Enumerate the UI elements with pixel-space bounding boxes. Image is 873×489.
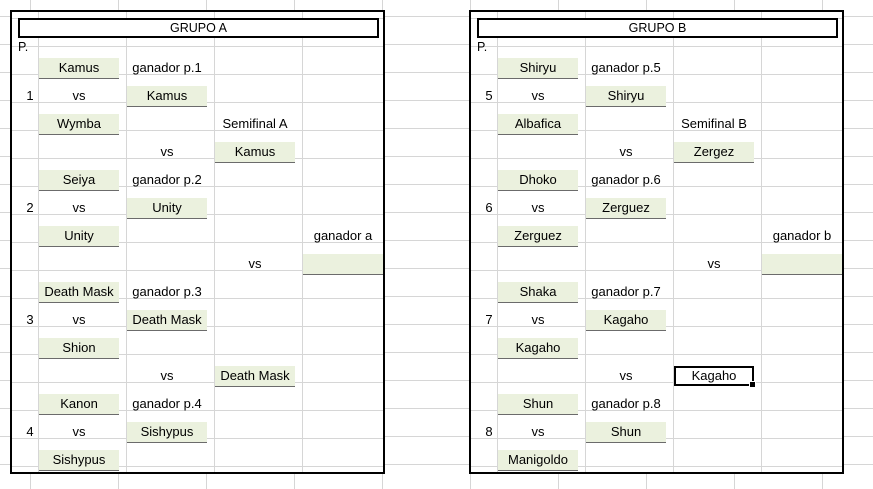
competitor-cell[interactable]: Sishypus — [39, 450, 119, 471]
winner-label: ganador p.5 — [591, 60, 661, 75]
fill-handle[interactable] — [749, 381, 756, 388]
match-number: 2 — [26, 200, 34, 215]
vs-label: vs — [72, 200, 86, 215]
match-number: 6 — [485, 200, 493, 215]
winner-label: ganador p.3 — [132, 284, 202, 299]
competitor-cell[interactable]: Kagaho — [498, 338, 578, 359]
competitor-cell[interactable]: Shun — [498, 394, 578, 415]
match-number: 5 — [485, 88, 493, 103]
winner-cell[interactable]: Shiryu — [586, 86, 666, 107]
vs-label: vs — [619, 144, 633, 159]
vs-label: vs — [531, 424, 545, 439]
group-a-title: GRUPO A — [18, 18, 379, 38]
final-winner-cell[interactable] — [762, 254, 842, 275]
competitor-cell[interactable]: Death Mask — [39, 282, 119, 303]
match-number: 4 — [26, 424, 34, 439]
competitor-cell[interactable]: Manigoldo — [498, 450, 578, 471]
vs-label: vs — [248, 256, 262, 271]
vs-label: vs — [531, 200, 545, 215]
match-number: 7 — [485, 312, 493, 327]
vs-label: vs — [72, 312, 86, 327]
winner-cell[interactable]: Kamus — [127, 86, 207, 107]
competitor-cell[interactable]: Kamus — [39, 58, 119, 79]
vs-label: vs — [160, 368, 174, 383]
vs-label: vs — [531, 312, 545, 327]
competitor-cell[interactable]: Shaka — [498, 282, 578, 303]
winner-label: ganador p.2 — [132, 172, 202, 187]
winner-label: ganador p.8 — [591, 396, 661, 411]
winner-cell[interactable]: Zerguez — [586, 198, 666, 219]
winner-cell[interactable]: Kagaho — [586, 310, 666, 331]
semifinal-cell-text: Kagaho — [691, 368, 737, 383]
group-b-p-label: P. — [477, 40, 488, 54]
competitor-cell[interactable]: Seiya — [39, 170, 119, 191]
final-label: ganador a — [313, 228, 373, 243]
selected-semifinal-cell[interactable]: Kagaho — [674, 366, 756, 388]
vs-label: vs — [531, 88, 545, 103]
final-winner-cell[interactable] — [303, 254, 383, 275]
semifinal-label: Semifinal B — [681, 116, 747, 131]
group-a-p-label: P. — [18, 40, 29, 54]
vs-label: vs — [707, 256, 721, 271]
competitor-cell[interactable]: Wymba — [39, 114, 119, 135]
winner-cell[interactable]: Sishypus — [127, 422, 207, 443]
vs-label: vs — [619, 368, 633, 383]
winner-label: ganador p.4 — [132, 396, 202, 411]
competitor-cell[interactable]: Shion — [39, 338, 119, 359]
match-number: 3 — [26, 312, 34, 327]
winner-label: ganador p.7 — [591, 284, 661, 299]
competitor-cell[interactable]: Shiryu — [498, 58, 578, 79]
vs-label: vs — [72, 424, 86, 439]
group-a-panel: GRUPO A P. 1 2 3 4 Kamus vs Wymba Seiya … — [10, 10, 385, 474]
competitor-cell[interactable]: Zerguez — [498, 226, 578, 247]
semifinal-cell[interactable]: Death Mask — [215, 366, 295, 387]
competitor-cell[interactable]: Kanon — [39, 394, 119, 415]
winner-cell[interactable]: Unity — [127, 198, 207, 219]
winner-label: ganador p.1 — [132, 60, 202, 75]
match-number: 1 — [26, 88, 34, 103]
final-label: ganador b — [772, 228, 832, 243]
winner-cell[interactable]: Shun — [586, 422, 666, 443]
vs-label: vs — [160, 144, 174, 159]
semifinal-label: Semifinal A — [222, 116, 288, 131]
semifinal-cell[interactable]: Kamus — [215, 142, 295, 163]
winner-cell[interactable]: Death Mask — [127, 310, 207, 331]
match-number: 8 — [485, 424, 493, 439]
competitor-cell[interactable]: Albafica — [498, 114, 578, 135]
group-b-title: GRUPO B — [477, 18, 838, 38]
group-b-panel: GRUPO B P. 5 6 7 8 Shiryu vs Albafica Dh… — [469, 10, 844, 474]
competitor-cell[interactable]: Dhoko — [498, 170, 578, 191]
winner-label: ganador p.6 — [591, 172, 661, 187]
semifinal-cell[interactable]: Zergez — [674, 142, 754, 163]
vs-label: vs — [72, 88, 86, 103]
competitor-cell[interactable]: Unity — [39, 226, 119, 247]
